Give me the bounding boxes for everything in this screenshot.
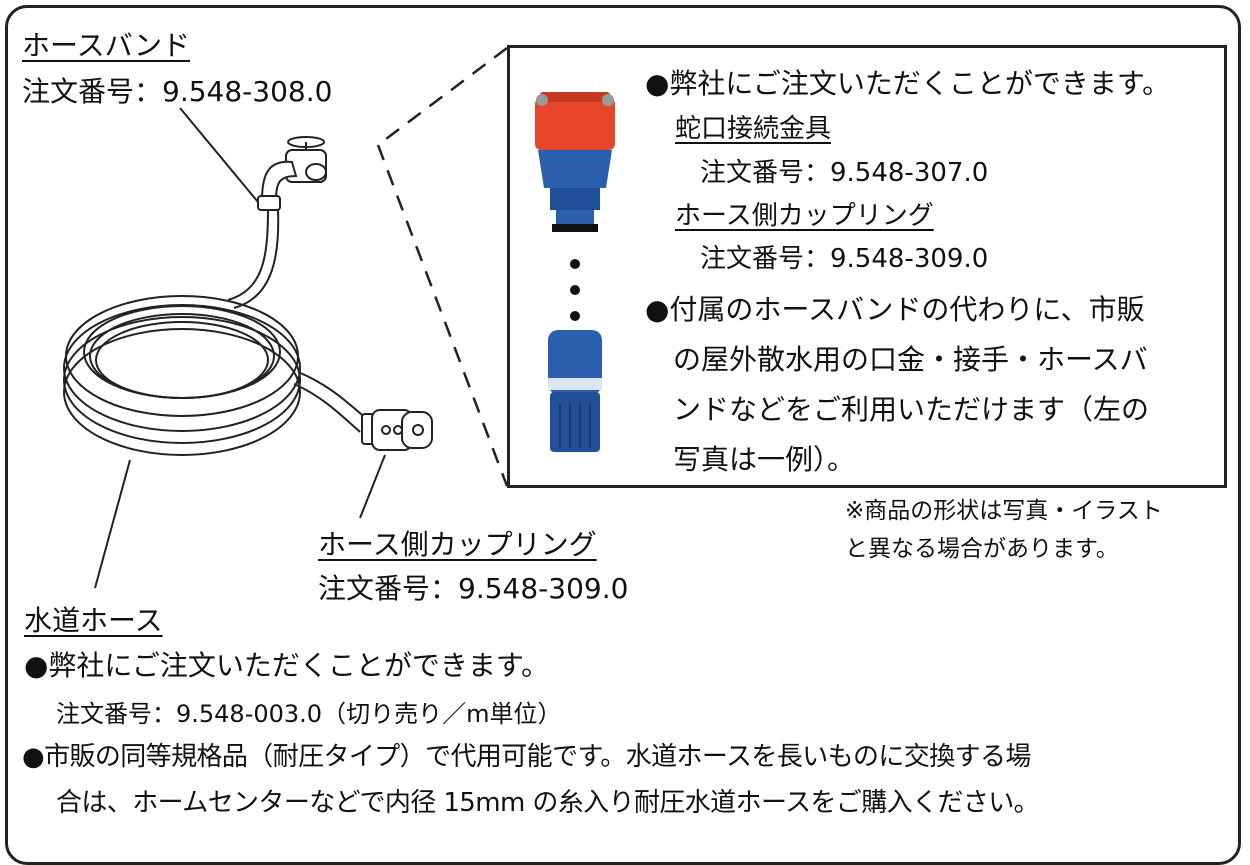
water-hose-substitute-line: ●市販の同等規格品（耐圧タイプ）で代用可能です。水道ホースを長いものに交換する場	[22, 742, 1031, 772]
inset-available: ●弊社にご注文いただくことができます。	[645, 67, 1171, 100]
water-hose-available: ●弊社にご注文いただくことができます。	[24, 649, 550, 682]
hose-band-order: 注文番号：9.548-308.0	[22, 75, 333, 108]
inset-note-line: ●付属のホースバンドの代わりに、市販	[645, 293, 1145, 326]
hose-illustration	[63, 47, 509, 589]
water-hose-substitute-line: 合は、ホームセンターなどで内径 15mm の糸入り耐圧水道ホースをご購入ください…	[56, 788, 1040, 818]
water-hose-order: 注文番号：9.548-003.0（切り売り／m単位）	[56, 700, 562, 728]
inset-note-line: ンドなどをご利用いただけます（左の	[673, 393, 1150, 426]
water-hose-title: 水道ホース	[24, 604, 163, 637]
hose-coupling-order: 注文番号：9.548-309.0	[318, 572, 629, 605]
callout-line-bottom	[376, 144, 509, 487]
leader-hose-band	[179, 107, 259, 203]
hose-band-title: ホースバンド	[22, 29, 191, 62]
leader-hose-coupling	[359, 454, 386, 519]
inset-note-line: 写真は一例）。	[673, 443, 856, 476]
coiled-hose-icon	[63, 295, 301, 456]
hose-coupling-title: ホース側カップリング	[318, 528, 597, 561]
faucet-icon	[257, 136, 327, 211]
inset-panel: ●弊社にご注文いただくことができます。 蛇口接続金具 注文番号：9.548-30…	[507, 45, 1227, 488]
inset-coupling-order: 注文番号：9.548-309.0	[700, 244, 989, 274]
faucet-connector-title: 蛇口接続金具	[675, 114, 832, 144]
faucet-connector-order: 注文番号：9.548-307.0	[700, 158, 989, 188]
disclaimer-line: ※商品の形状は写真・イラスト	[845, 498, 1163, 524]
disclaimer-line: と異なる場合があります。	[845, 536, 1119, 562]
callout-line-top	[377, 47, 508, 146]
connector-photo-icon	[535, 92, 615, 452]
leader-water-hose	[94, 459, 131, 589]
hose-coupling-icon	[361, 409, 433, 451]
inset-coupling-title: ホース側カップリング	[675, 201, 934, 231]
inset-note-line: の屋外散水用の口金・接手・ホースバ	[673, 343, 1148, 376]
